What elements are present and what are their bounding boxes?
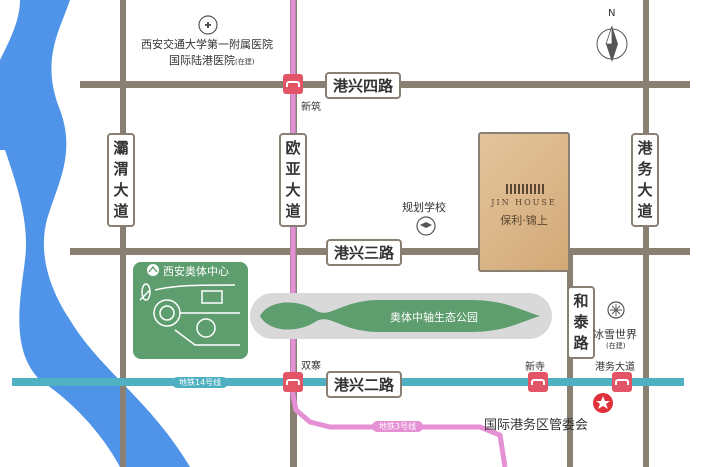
station-xinsi: 新寺 — [525, 362, 545, 373]
road-gangxing-si: 港兴四路 — [325, 72, 402, 99]
subway-line-3 — [290, 0, 508, 467]
sports-center-detail — [139, 283, 240, 346]
road-bawei: 灞渭大道 — [107, 133, 135, 227]
project-building[interactable]: JIN HOUSE 保利·锦上 — [478, 132, 570, 272]
park-shape — [260, 300, 540, 332]
road-ouya: 欧亚大道 — [279, 133, 307, 227]
station-shuangzhai: 双寨 — [301, 361, 321, 372]
subway-line-3-label: 地铁3号线 — [372, 421, 424, 432]
river — [0, 0, 190, 467]
school-label: 规划学校 — [402, 201, 446, 214]
sports-center-label: 西安奥体中心 — [163, 265, 229, 278]
station-gangwudadao-icon — [612, 372, 632, 392]
hospital-name-2: 国际陆港医院 — [169, 54, 235, 67]
station-gangwudadao: 港务大道 — [595, 362, 635, 373]
station-xinzhu-icon — [283, 74, 303, 94]
project-name-en: JIN HOUSE — [491, 198, 557, 207]
hospital-note: (在建) — [235, 58, 255, 66]
subway-line-14-label: 地铁14号线 — [172, 377, 229, 388]
compass-north-label: N — [608, 8, 616, 19]
station-shuangzhai-icon — [283, 372, 303, 392]
road-hetai: 和泰路 — [567, 286, 595, 359]
ice-world-note: (在建) — [606, 342, 626, 350]
compass-icon — [596, 25, 628, 62]
road-gangxing-er: 港兴二路 — [326, 371, 403, 398]
hospital-label: 西安交通大学第一附属医院 — [141, 38, 273, 51]
ice-world-label: 冰雪世界 — [593, 328, 637, 341]
hospital-label-2: 国际陆港医院(在建) — [169, 52, 254, 68]
project-logo-icon — [506, 184, 546, 194]
school-icon — [416, 216, 436, 236]
sports-center-area — [133, 262, 248, 359]
sports-center-logo-icon — [147, 264, 159, 276]
station-xinzhu: 新筑 — [301, 102, 321, 113]
hospital-icon — [198, 15, 218, 35]
park-label: 奥体中轴生态公园 — [390, 311, 478, 324]
ice-world-icon — [607, 301, 625, 319]
road-gangwu: 港务大道 — [631, 133, 659, 227]
project-name-cn: 保利·锦上 — [500, 214, 548, 227]
committee-label: 国际港务区管委会 — [484, 418, 589, 433]
station-xinsi-icon — [528, 372, 548, 392]
committee-star-icon — [593, 393, 613, 413]
road-gangxing-san: 港兴三路 — [326, 239, 403, 266]
